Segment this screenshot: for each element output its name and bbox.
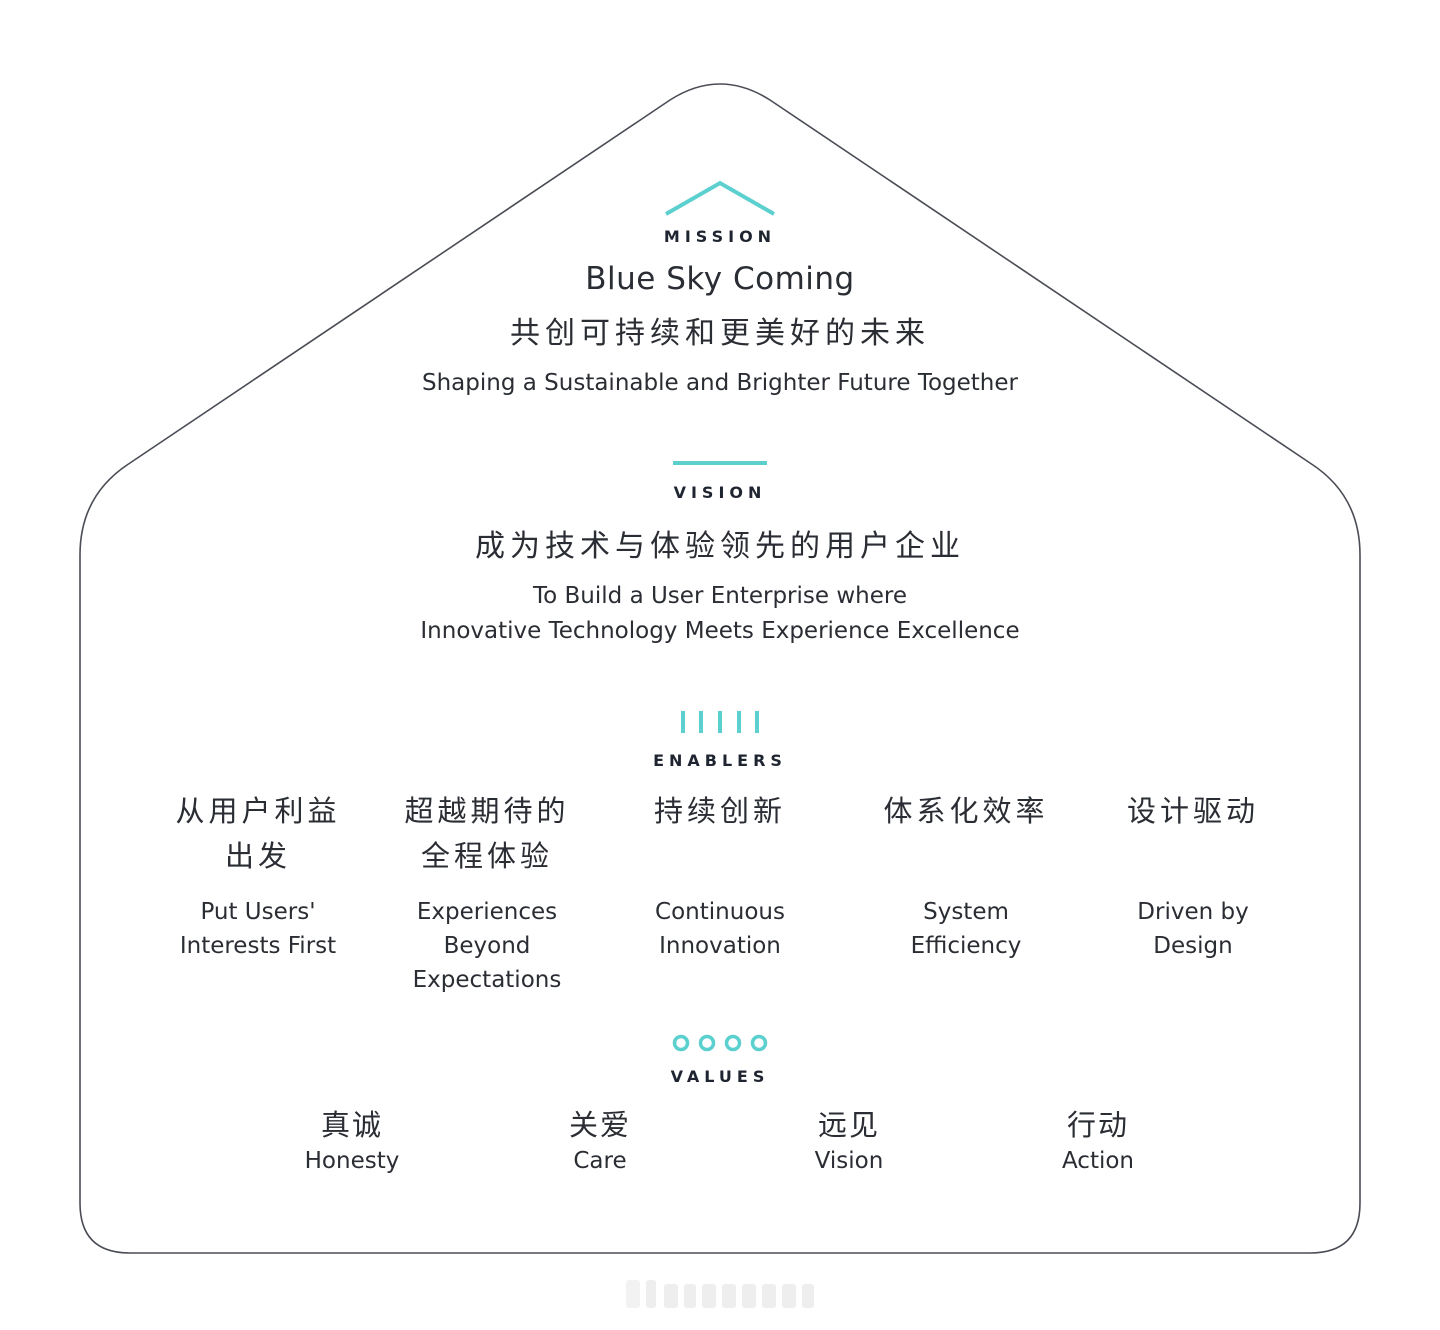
- enabler-item: 从用户利益 出发 Put Users' Interests First: [143, 789, 373, 963]
- mission-subtitle: Shaping a Sustainable and Brighter Futur…: [422, 370, 1018, 396]
- mission-title-cn: 共创可持续和更美好的未来: [510, 316, 930, 351]
- value-item: 关爱 Care: [500, 1107, 700, 1179]
- value-en: Care: [573, 1148, 627, 1174]
- enabler-cn-line2: 全程体验: [420, 839, 553, 873]
- enabler-item: 体系化效率 System Efficiency: [851, 789, 1081, 963]
- vision-title-cn: 成为技术与体验领先的用户企业: [475, 529, 965, 564]
- roof-icon: [665, 180, 775, 216]
- enabler-en-line2: Interests First: [179, 933, 337, 959]
- value-item: 行动 Action: [998, 1107, 1198, 1179]
- mission-label: MISSION: [663, 227, 777, 246]
- enabler-item: 设计驱动 Driven by Design: [1078, 789, 1308, 963]
- value-item: 真诚 Honesty: [252, 1107, 452, 1179]
- value-cn: 行动: [1066, 1108, 1129, 1142]
- enabler-cn-line2: 出发: [224, 839, 291, 873]
- enabler-cn-line1: 设计驱动: [1126, 794, 1259, 828]
- enabler-en-line2: Innovation: [659, 933, 781, 959]
- bar-icon: [673, 461, 767, 465]
- vision-subtitle-line2: Innovative Technology Meets Experience E…: [420, 618, 1020, 644]
- value-en: Action: [1061, 1148, 1135, 1174]
- enabler-en-line1: System: [923, 899, 1009, 925]
- enabler-en-line2: Efficiency: [910, 933, 1022, 959]
- pillars-icon: [681, 711, 759, 733]
- enabler-cn-line1: 从用户利益: [175, 794, 341, 828]
- vision-subtitle-line1: To Build a User Enterprise where: [533, 583, 907, 609]
- enabler-item: 超越期待的 全程体验 Experiences Beyond Expectatio…: [372, 789, 602, 997]
- values-label: VALUES: [670, 1067, 770, 1086]
- enabler-en-line1: Driven by: [1137, 899, 1249, 925]
- value-item: 远见 Vision: [749, 1107, 949, 1179]
- enablers-label: ENABLERS: [653, 751, 787, 770]
- enabler-en-line1: Put Users': [200, 899, 316, 925]
- circles-icon: [672, 1034, 768, 1052]
- enabler-cn-line1: 持续创新: [653, 794, 786, 828]
- value-en: Honesty: [304, 1148, 400, 1174]
- value-cn: 关爱: [568, 1108, 631, 1142]
- mission-title-en: Blue Sky Coming: [585, 261, 855, 297]
- value-cn: 真诚: [320, 1108, 383, 1142]
- enabler-en-line1: Experiences: [416, 899, 558, 925]
- enabler-cn-line1: 体系化效率: [883, 794, 1049, 828]
- enabler-cn-line1: 超越期待的: [404, 794, 570, 828]
- enabler-en-line2: Beyond: [443, 933, 531, 959]
- value-cn: 远见: [817, 1108, 880, 1142]
- watermark-icon: [626, 1280, 814, 1308]
- value-en: Vision: [814, 1148, 884, 1174]
- enabler-item: 持续创新 Continuous Innovation: [605, 789, 835, 963]
- enabler-en-line3: Expectations: [412, 967, 562, 993]
- enabler-en-line2: Design: [1153, 933, 1233, 959]
- vision-label: VISION: [673, 483, 767, 502]
- enabler-en-line1: Continuous: [655, 899, 785, 925]
